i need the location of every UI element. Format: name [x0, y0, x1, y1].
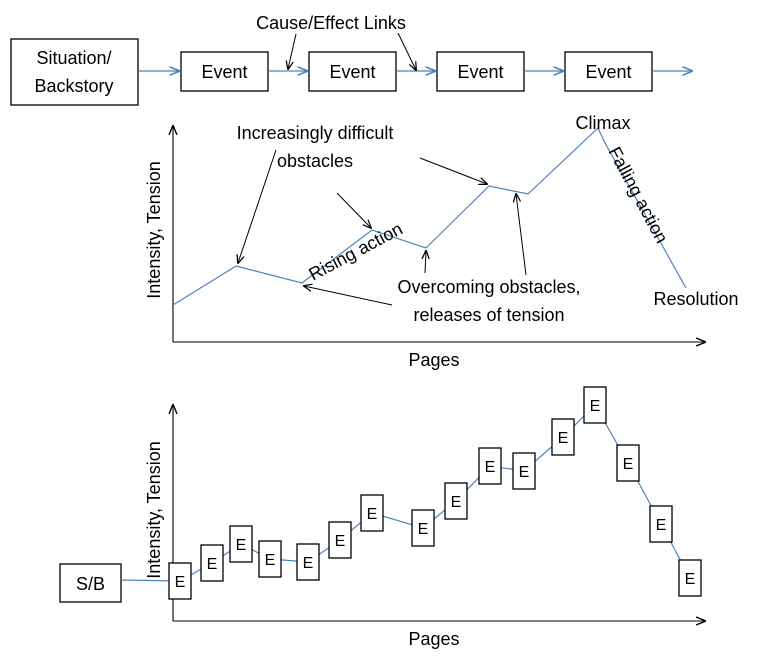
event-node-box-4 [258, 540, 282, 578]
event-node-box-2 [200, 544, 224, 582]
event-label-4: Event [585, 62, 631, 82]
overcoming-annotation-line1: Overcoming obstacles, [397, 277, 580, 297]
cause-effect-pointer-left [288, 33, 297, 69]
falling-action-label: Falling action [604, 143, 671, 246]
climax-label: Climax [575, 113, 630, 133]
event-node-label-1: E [175, 574, 186, 591]
event-node-box-16 [678, 559, 702, 597]
obstacles-annotation-line2: obstacles [277, 151, 353, 171]
event-node-label-4: E [265, 552, 276, 569]
event-label-1: Event [201, 62, 247, 82]
event-node-box-1 [168, 562, 192, 600]
obstacles-pointer-3 [419, 157, 487, 184]
situation-label-line1: Situation/ [36, 48, 111, 68]
rising-action-label: Rising action [305, 218, 405, 284]
event-node-box-13 [583, 386, 607, 424]
event-box-1 [180, 51, 269, 92]
sb-label: S/B [76, 574, 105, 594]
event-box-2 [308, 51, 397, 92]
event-node-label-9: E [451, 494, 462, 511]
event-node-label-10: E [485, 459, 496, 476]
event-node-label-2: E [207, 556, 218, 573]
event-box-4 [564, 51, 653, 92]
event-node-box-12 [551, 418, 575, 456]
tension-chart: Intensity, Tension Pages Increasingly di… [144, 113, 739, 370]
event-node-label-5: E [303, 555, 314, 572]
bottom-x-axis-label: Pages [408, 629, 459, 649]
obstacles-pointer-1 [238, 149, 277, 263]
event-node-box-3 [229, 525, 253, 563]
event-node-label-7: E [367, 506, 378, 523]
overcoming-pointer-1 [304, 286, 393, 306]
obstacles-annotation-line1: Increasingly difficult [237, 123, 394, 143]
resolution-label: Resolution [653, 289, 738, 309]
event-label-3: Event [457, 62, 503, 82]
event-nodes: E E E E E E E E E E E E E E E E [168, 386, 702, 600]
event-node-box-7 [360, 494, 384, 532]
situation-label-line2: Backstory [34, 76, 113, 96]
situation-backstory-box [10, 38, 139, 106]
overcoming-annotation-line2: releases of tension [413, 305, 564, 325]
event-node-box-15 [649, 505, 673, 543]
event-node-label-15: E [656, 517, 667, 534]
event-node-box-8 [411, 509, 435, 547]
event-node-box-10 [478, 447, 502, 485]
event-node-box-6 [328, 521, 352, 559]
event-node-label-13: E [590, 398, 601, 415]
bottom-y-axis-label: Intensity, Tension [144, 441, 164, 578]
event-node-label-16: E [685, 571, 696, 588]
tension-curve [172, 126, 687, 306]
overcoming-pointer-3 [516, 194, 527, 276]
overcoming-pointer-2 [425, 251, 426, 274]
event-node-label-8: E [418, 521, 429, 538]
cause-effect-label: Cause/Effect Links [256, 13, 406, 33]
event-node-label-14: E [623, 456, 634, 473]
event-node-label-12: E [558, 430, 569, 447]
middle-x-axis-label: Pages [408, 350, 459, 370]
middle-y-axis-label: Intensity, Tension [144, 161, 164, 298]
event-node-box-11 [512, 452, 536, 490]
sb-box [59, 563, 122, 603]
obstacles-pointer-2 [336, 192, 371, 228]
event-node-box-5 [296, 543, 320, 581]
event-node-label-3: E [236, 537, 247, 554]
event-node-label-11: E [519, 464, 530, 481]
cause-effect-pointer-right [397, 32, 416, 70]
event-node-box-9 [444, 482, 468, 520]
event-node-box-14 [616, 444, 640, 482]
event-node-label-6: E [335, 533, 346, 550]
event-label-2: Event [329, 62, 375, 82]
event-chain: Situation/ Backstory Event Event Event E… [10, 13, 692, 106]
